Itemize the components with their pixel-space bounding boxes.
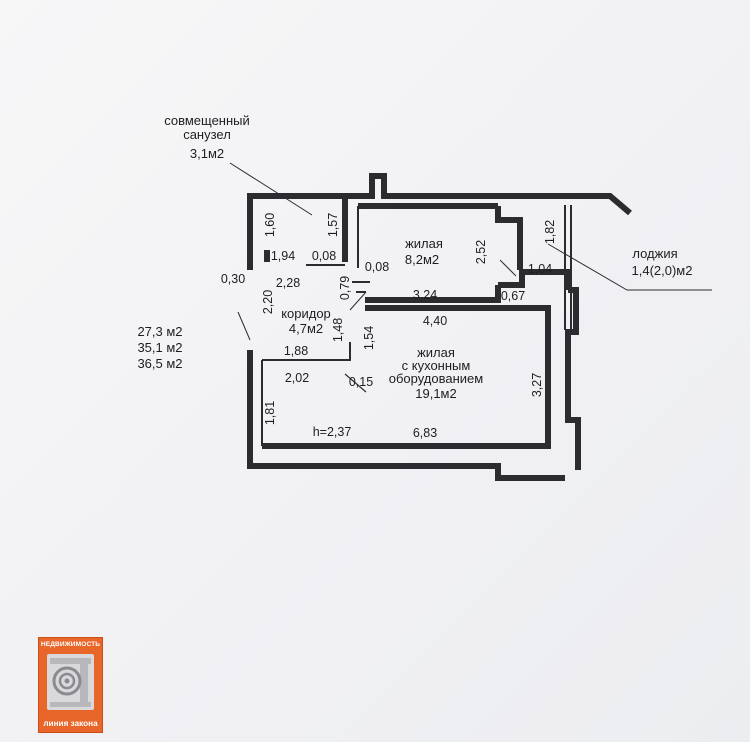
bedroom-door-mark bbox=[352, 281, 370, 293]
corridor-inner-wall bbox=[261, 342, 351, 446]
dim-3-24: 3,24 bbox=[413, 288, 437, 302]
dim-1-54: 1,54 bbox=[362, 326, 376, 350]
dim-3-27: 3,27 bbox=[530, 373, 544, 397]
logo-emblem-icon bbox=[47, 654, 94, 710]
living-name-2: с кухонным bbox=[402, 358, 471, 373]
dim-0-30: 0,30 bbox=[221, 272, 245, 286]
brand-logo: НЕДВИЖИМОСТЬ линия закона bbox=[38, 637, 103, 733]
logo-top-text: НЕДВИЖИМОСТЬ bbox=[40, 641, 101, 648]
loggia-small-leader bbox=[499, 259, 517, 277]
logo-bottom-text: линия закона bbox=[43, 719, 98, 728]
right-outer-wall bbox=[565, 287, 581, 470]
bathroom-name-2: санузел bbox=[183, 127, 231, 142]
living-name-3: оборудованием bbox=[389, 371, 484, 386]
corridor-area: 4,7м2 bbox=[289, 321, 323, 336]
loggia-walls bbox=[495, 206, 571, 290]
bedroom-area: 8,2м2 bbox=[405, 252, 439, 267]
dim-1-48: 1,48 bbox=[331, 318, 345, 342]
ceiling-height: h=2,37 bbox=[313, 425, 352, 439]
door-leader bbox=[349, 291, 367, 311]
loggia-rail bbox=[564, 205, 572, 330]
dim-2-28: 2,28 bbox=[276, 276, 300, 290]
dim-0-08-a: 0,08 bbox=[312, 249, 336, 263]
top-wall bbox=[345, 173, 632, 216]
corridor-name: коридор bbox=[281, 306, 331, 321]
dim-0-79: 0,79 bbox=[338, 276, 352, 300]
dim-2-20: 2,20 bbox=[261, 290, 275, 314]
bottom-wall bbox=[247, 350, 565, 481]
loggia-leader bbox=[547, 243, 712, 291]
bathroom-name-1: совмещенный bbox=[164, 113, 250, 128]
dim-1-04: 1,04 bbox=[528, 262, 552, 276]
dim-1-57: 1,57 bbox=[326, 213, 340, 237]
dim-1-81: 1,81 bbox=[263, 401, 277, 425]
dim-0-15-line bbox=[344, 373, 367, 393]
dim-1-60: 1,60 bbox=[263, 213, 277, 237]
living-name-1: жилая bbox=[417, 345, 455, 360]
loggia-name: лоджия bbox=[632, 246, 677, 261]
total-area-3: 36,5 м2 bbox=[137, 356, 182, 371]
dim-0-15: 0,15 bbox=[349, 375, 373, 389]
spiral-column-icon bbox=[50, 658, 91, 707]
partition-wall bbox=[365, 285, 501, 303]
living-area: 19,1м2 bbox=[415, 386, 456, 401]
dim-1-94: 1,94 bbox=[271, 249, 295, 263]
bedroom-name: жилая bbox=[405, 236, 443, 251]
dim-6-83: 6,83 bbox=[413, 426, 437, 440]
dim-0-67: 0,67 bbox=[501, 289, 525, 303]
loggia-area: 1,4(2,0)м2 bbox=[632, 263, 693, 278]
dim-2-02: 2,02 bbox=[285, 371, 309, 385]
dim-1-88: 1,88 bbox=[284, 344, 308, 358]
dim-2-52: 2,52 bbox=[474, 240, 488, 264]
dim-1-82: 1,82 bbox=[543, 220, 557, 244]
dim-0-08-b: 0,08 bbox=[365, 260, 389, 274]
living-top-wall bbox=[262, 305, 551, 449]
total-area-1: 27,3 м2 bbox=[137, 324, 182, 339]
bathroom-area: 3,1м2 bbox=[190, 146, 224, 161]
bathroom-leader bbox=[229, 162, 313, 216]
dim-4-40: 4,40 bbox=[423, 314, 447, 328]
total-area-2: 35,1 м2 bbox=[137, 340, 182, 355]
wall-leader bbox=[237, 311, 251, 341]
bathroom-walls bbox=[247, 193, 348, 262]
